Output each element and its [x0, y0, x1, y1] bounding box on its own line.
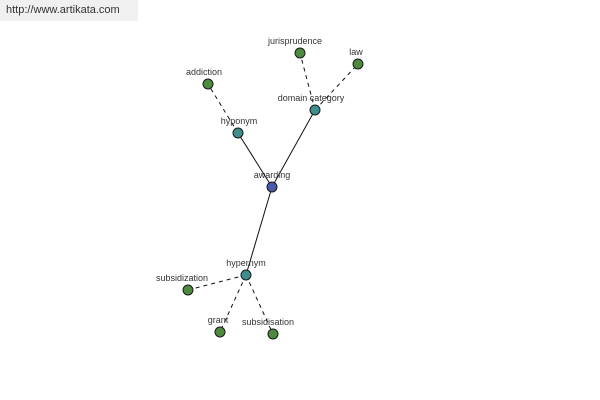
node-domain-category[interactable]: domain category: [278, 93, 345, 116]
node-subsidisation[interactable]: subsidisation: [242, 317, 294, 340]
edge-hypernym-grant: [219, 274, 247, 333]
node-circle-hypernym[interactable]: [240, 269, 252, 281]
node-circle-subsidisation[interactable]: [267, 328, 279, 340]
node-label-hyponym: hyponym: [221, 116, 258, 126]
edge-domain-category-law: [314, 63, 359, 111]
node-circle-domain-category[interactable]: [309, 104, 321, 116]
node-jurisprudence[interactable]: jurisprudence: [267, 36, 322, 59]
nodes-layer: awarding hyponym domain category hypernym ad…: [156, 36, 364, 340]
edge-awarding-hyponym: [237, 132, 273, 188]
node-circle-hyponym[interactable]: [232, 127, 244, 139]
node-hypernym[interactable]: hypernym: [226, 258, 266, 281]
node-law[interactable]: law: [349, 47, 364, 70]
node-subsidization[interactable]: subsidization: [156, 273, 208, 296]
node-circle-grant[interactable]: [214, 326, 226, 338]
edge-hypernym-subsidization: [187, 274, 247, 291]
edge-awarding-domain-category: [271, 109, 316, 188]
node-addiction[interactable]: addiction: [186, 67, 222, 90]
node-circle-jurisprudence[interactable]: [294, 47, 306, 59]
node-hyponym[interactable]: hyponym: [221, 116, 258, 139]
node-label-grant: grant: [208, 315, 229, 325]
edges-layer: [187, 52, 359, 335]
node-label-jurisprudence: jurisprudence: [267, 36, 322, 46]
node-label-hypernym: hypernym: [226, 258, 266, 268]
edge-hypernym-subsidisation: [245, 274, 274, 335]
node-grant[interactable]: grant: [208, 315, 229, 338]
node-label-subsidisation: subsidisation: [242, 317, 294, 327]
node-label-subsidization: subsidization: [156, 273, 208, 283]
node-circle-addiction[interactable]: [202, 78, 214, 90]
node-label-awarding: awarding: [254, 170, 291, 180]
edge-awarding-hypernym: [245, 186, 273, 276]
edge-hyponym-addiction: [207, 83, 239, 134]
node-circle-awarding[interactable]: [266, 181, 278, 193]
node-circle-subsidization[interactable]: [182, 284, 194, 296]
node-label-addiction: addiction: [186, 67, 222, 77]
node-awarding[interactable]: awarding: [254, 170, 291, 193]
node-label-domain-category: domain category: [278, 93, 345, 103]
watermark-link[interactable]: http://www.artikata.com: [0, 0, 138, 21]
node-label-law: law: [349, 47, 363, 57]
edge-domain-category-jurisprudence: [299, 52, 316, 111]
node-circle-law[interactable]: [352, 58, 364, 70]
